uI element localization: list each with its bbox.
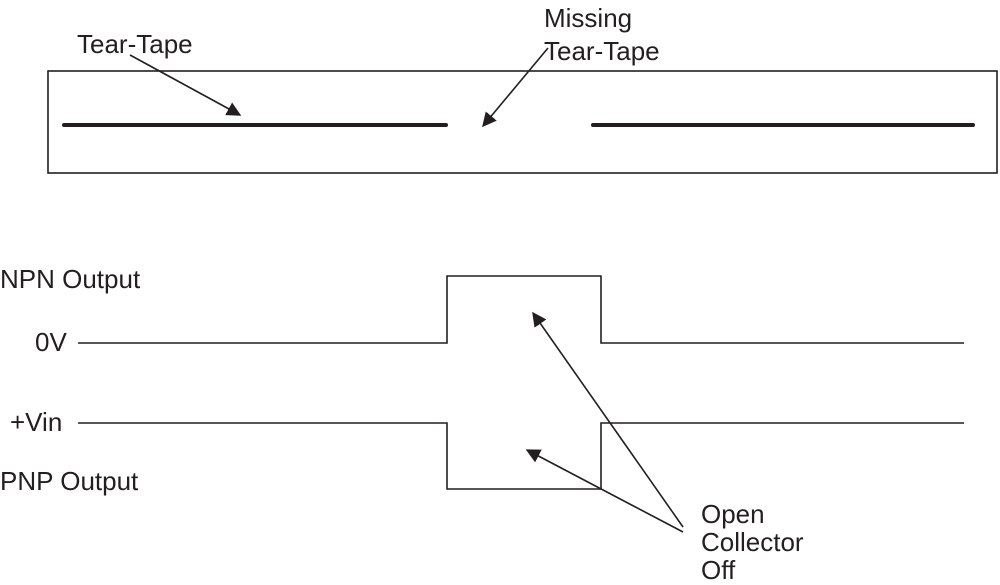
missing-tear-tape-arrow bbox=[482, 47, 549, 128]
package-outline bbox=[47, 70, 998, 174]
tear-tape-arrow bbox=[129, 54, 242, 116]
npn-output-waveform bbox=[78, 275, 964, 344]
open-collector-arrow-pnp bbox=[525, 449, 684, 533]
missing-tear-tape-label: Missing Tear-Tape bbox=[544, 2, 660, 68]
pnp-output-label: PNP Output bbox=[0, 466, 139, 496]
zero-volt-label: 0V bbox=[35, 327, 67, 357]
open-collector-line-1: Open bbox=[701, 499, 765, 529]
open-collector-line-3: Off bbox=[701, 555, 736, 585]
open-collector-arrow-npn bbox=[532, 311, 684, 528]
open-collector-line-2: Collector bbox=[701, 527, 804, 557]
missing-label-line-1: Missing bbox=[544, 3, 633, 33]
npn-output-label: NPN Output bbox=[0, 264, 141, 294]
open-collector-off-label: Open Collector Off bbox=[701, 500, 804, 584]
tear-tape-label: Tear-Tape bbox=[77, 29, 193, 59]
pnp-output-waveform bbox=[78, 422, 964, 490]
plus-vin-label: +Vin bbox=[10, 407, 63, 437]
missing-label-line-2: Tear-Tape bbox=[544, 36, 660, 66]
